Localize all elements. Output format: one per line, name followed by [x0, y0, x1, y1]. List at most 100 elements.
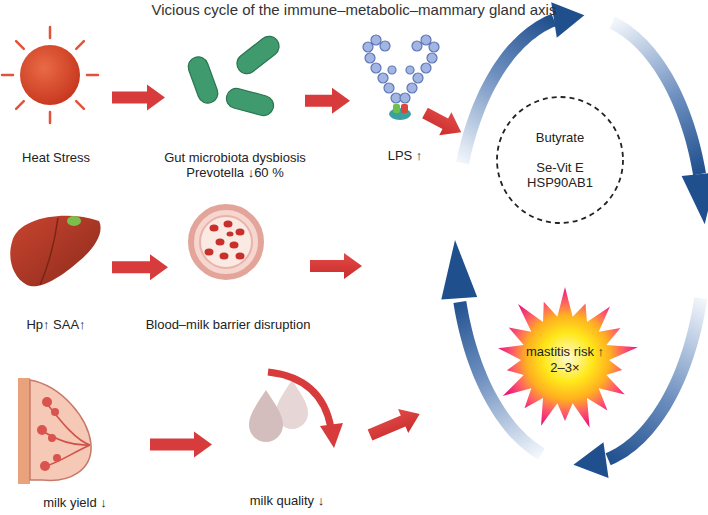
- sun-rays-part: [49, 112, 52, 123]
- bacteria-icon-part: [185, 54, 220, 106]
- mammary-icon: [18, 378, 91, 484]
- mammary-ducts: [44, 405, 90, 466]
- sun-rays-part: [16, 101, 24, 109]
- blood-vessel-icon-part: [191, 207, 261, 277]
- liver-icon-part: [67, 216, 81, 226]
- sun-rays-part: [76, 41, 84, 49]
- lps-beads-part: [429, 42, 439, 52]
- mammary-icon-part: [30, 380, 91, 480]
- lps-icon-part: [393, 104, 400, 113]
- lps-icon: [363, 35, 439, 120]
- lps-beads-part: [413, 73, 423, 83]
- red-cells-part: [227, 232, 234, 237]
- lps-beads-part: [363, 42, 373, 52]
- bacteria-icon: [185, 32, 283, 118]
- node-label: Heat Stress: [22, 150, 90, 165]
- node-label: Hp↑ SAA↑: [26, 317, 85, 332]
- node-label: milk yield ↓: [43, 495, 107, 510]
- flow-arrow: [112, 85, 165, 111]
- sun-rays-part: [16, 41, 24, 49]
- red-cells-part: [205, 249, 214, 256]
- node-label: LPS ↑: [388, 148, 423, 163]
- cycle-arrowhead: [682, 172, 708, 224]
- milk-yield-node: milk yield ↓: [0, 380, 150, 510]
- node-label: milk quality ↓: [250, 493, 324, 508]
- mammary-lobules-part: [51, 408, 59, 416]
- node-label: Prevotella ↓60 %: [186, 165, 284, 180]
- lps-beads-part: [384, 83, 394, 93]
- input-arrow: [310, 253, 362, 279]
- lps-beads-part: [400, 93, 410, 103]
- red-cells-part: [224, 221, 233, 228]
- dashed-circle: [497, 97, 623, 223]
- red-cells-part: [210, 225, 219, 232]
- lps-beads-part: [371, 63, 381, 73]
- sun-rays-part: [2, 74, 13, 77]
- red-cells: [205, 221, 245, 260]
- bacteria-icon-part: [233, 32, 283, 77]
- node-text: Butyrate: [536, 130, 584, 145]
- flow-arrow: [305, 88, 350, 114]
- mammary-lobules-part: [40, 461, 50, 471]
- mammary-icon-part: [18, 378, 30, 484]
- lps-beads-part: [406, 66, 414, 74]
- node-text: mastitis risk ↑ 2–3×: [524, 344, 606, 376]
- lps-beads-part: [412, 41, 422, 51]
- liver-icon: [10, 216, 100, 287]
- mammary-lobules-part: [37, 425, 47, 435]
- mammary-lobules-part: [53, 454, 61, 462]
- sun-rays-part: [87, 74, 98, 77]
- cycle-arrowhead: [441, 240, 477, 300]
- lps-beads-part: [388, 66, 396, 74]
- mastitis-starburst: mastitis risk ↑ 2–3×: [490, 285, 640, 435]
- lps-beads-part: [378, 73, 388, 83]
- flow-arrow: [150, 432, 212, 458]
- lps-node: LPS ↑: [350, 30, 460, 163]
- cycle-arrows: [441, 2, 708, 478]
- lps-beads-part: [427, 53, 437, 63]
- mammary-lobules-part: [48, 434, 56, 442]
- sun-rays-part: [49, 27, 52, 38]
- liver-icon-part: [40, 218, 58, 285]
- red-cells-part: [230, 242, 239, 249]
- liver-node: Hp↑ SAA↑: [0, 205, 112, 332]
- cycle-arrowhead: [573, 442, 608, 478]
- milk-drops-icon: [249, 372, 343, 448]
- milk-drops-icon-part: [268, 372, 331, 428]
- input-arrows: [310, 102, 467, 447]
- sun-icon: [2, 27, 98, 123]
- heat-stress-node: Heat Stress: [0, 15, 112, 165]
- lps-beads-part: [421, 63, 431, 73]
- mammary-ducts-part: [44, 432, 90, 445]
- lps-beads-part: [371, 35, 381, 45]
- node-label: Gut microbiota dysbiosis: [164, 150, 306, 165]
- red-cells-part: [220, 253, 229, 260]
- lps-beads: [363, 35, 439, 103]
- node-text: HSP90AB1: [527, 175, 593, 190]
- milk-drops-icon-part: [249, 390, 283, 442]
- blood-vessel-icon-part: [200, 216, 252, 268]
- starburst: [498, 287, 638, 428]
- node-text: Se-Vit E: [536, 160, 583, 175]
- cycle-arc: [612, 23, 699, 175]
- red-cells-part: [236, 253, 245, 260]
- intervention-circle: ButyrateSe-Vit EHSP90AB1: [495, 95, 625, 225]
- mammary-ducts-part: [46, 445, 90, 466]
- lps-beads-part: [421, 35, 431, 45]
- milk-drops-icon-part: [320, 423, 343, 448]
- liver-icon-part: [10, 216, 100, 287]
- red-cells-part: [236, 229, 245, 236]
- bacteria-icon-part: [224, 86, 276, 118]
- lps-beads-part: [380, 41, 390, 51]
- diagram-title: Vicious cycle of the immune–metabolic–ma…: [0, 1, 708, 18]
- barrier-node: Blood–milk barrier disruption: [168, 200, 288, 332]
- red-cells-part: [216, 239, 225, 246]
- input-arrow: [365, 402, 425, 447]
- microbiota-node: Gut microbiota dysbiosisPrevotella ↓60 %: [165, 30, 305, 180]
- cycle-arc: [608, 298, 701, 459]
- node-label: Blood–milk barrier disruption: [146, 317, 311, 332]
